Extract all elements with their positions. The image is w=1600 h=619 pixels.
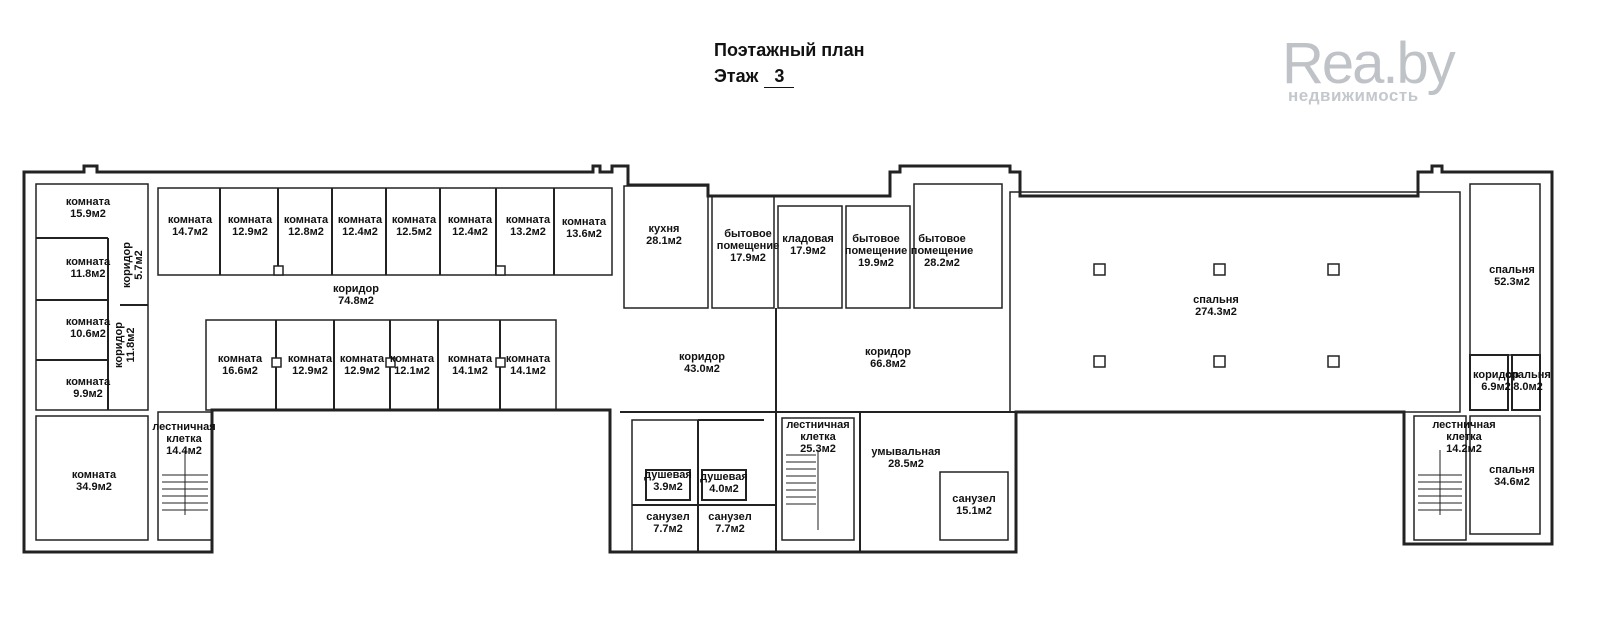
columns (271, 263, 1340, 368)
logo-tagline: недвижимость (1288, 86, 1419, 105)
plan-title: Поэтажный план (714, 40, 865, 60)
site-logo[interactable]: Rea.by недвижимость (1282, 30, 1502, 110)
floor-word: Этаж (714, 66, 759, 86)
floor-number: 3 (764, 66, 795, 88)
walls (22, 164, 1554, 554)
room-label: коридор5.7м2 (121, 242, 145, 288)
room-label: коридор11.8м2 (113, 322, 137, 368)
logo-brand: Rea.by (1282, 31, 1456, 96)
